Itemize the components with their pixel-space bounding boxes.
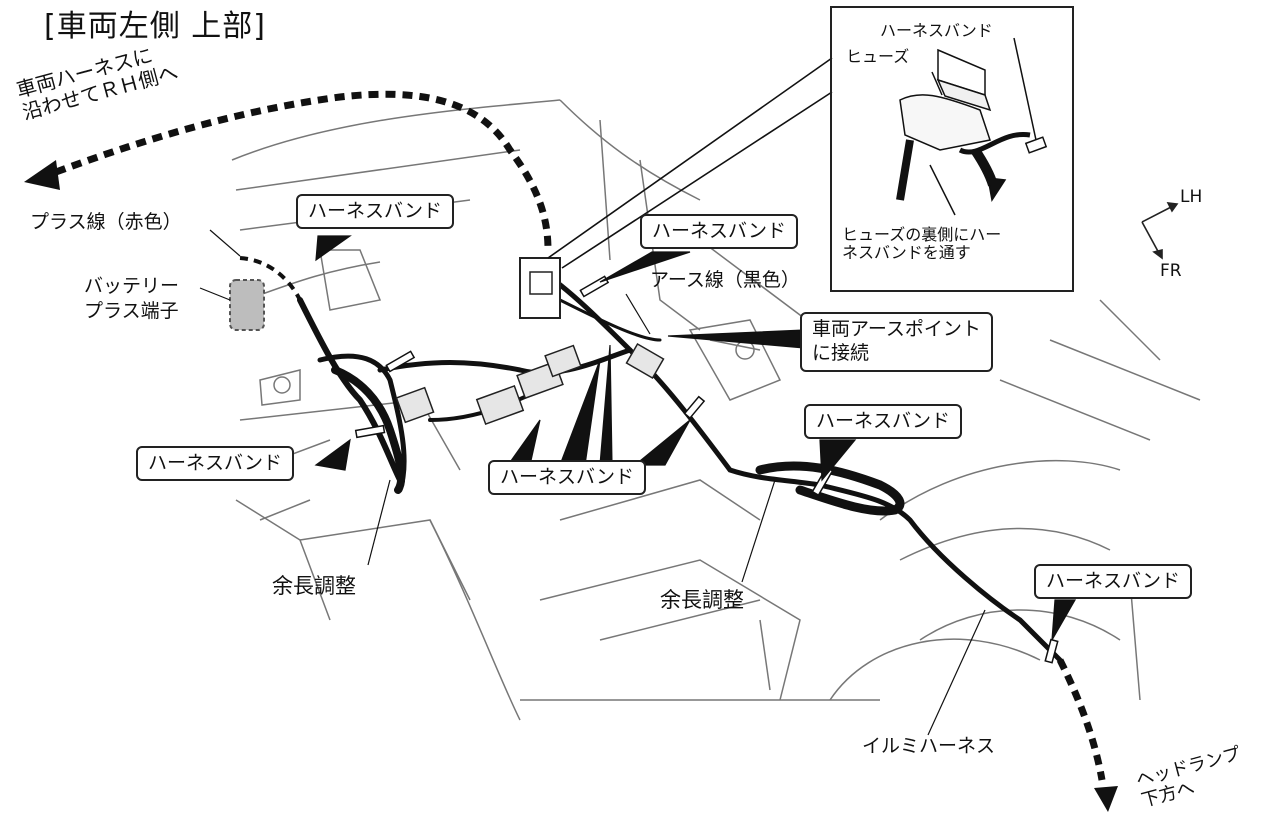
band-callout-right: ハーネスバンド xyxy=(1034,564,1192,599)
inset-band-label: ハーネスバンド xyxy=(880,21,993,40)
illumi-harness-label: イルミハーネス xyxy=(862,735,996,757)
fuse-inset-drawing xyxy=(896,37,1048,216)
battery-plus-terminal-icon xyxy=(229,279,265,331)
callout-lines xyxy=(199,229,1077,736)
battery-terminal-label: バッテリー プラス端子 xyxy=(84,275,180,322)
fuse-inset-frame xyxy=(830,6,1074,292)
inset-note: ヒューズの裏側にハー ネスバンドを通す xyxy=(842,225,1002,263)
page-title: [車両左側 上部] xyxy=(44,9,266,44)
slack-center-label: 余長調整 xyxy=(660,588,744,612)
earth-wire-label: アース線（黒色） xyxy=(650,269,800,291)
orientation-marker xyxy=(1141,202,1179,260)
slack-left-label: 余長調整 xyxy=(272,574,356,598)
earth-point-callout: 車両アースポイント に接続 xyxy=(800,312,993,372)
arrow-head-headlamp-icon xyxy=(1094,786,1118,812)
lh-label: LH xyxy=(1180,187,1203,207)
inset-fuse-label: ヒューズ xyxy=(846,47,910,66)
band-callout-top-left: ハーネスバンド xyxy=(296,194,454,229)
plus-wire-label: プラス線（赤色） xyxy=(30,211,182,233)
arrow-head-rh-icon xyxy=(24,160,60,190)
engine-bay-lineart xyxy=(231,99,1201,721)
band-callout-left: ハーネスバンド xyxy=(136,446,294,481)
band-callout-center: ハーネスバンド xyxy=(488,460,646,495)
fr-label: FR xyxy=(1160,261,1182,281)
connectors xyxy=(395,257,665,426)
band-callout-top-mid: ハーネスバンド xyxy=(640,214,798,249)
band-callout-right-mid: ハーネスバンド xyxy=(804,404,962,439)
inset-zoom-lines xyxy=(547,57,833,269)
